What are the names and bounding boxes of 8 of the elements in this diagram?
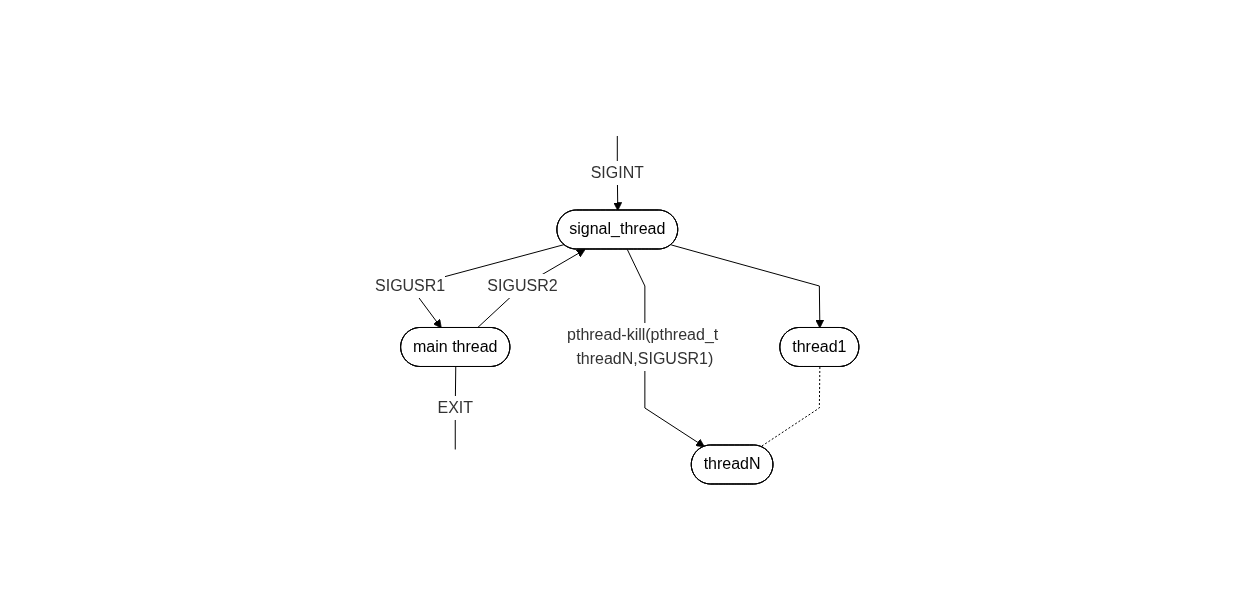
arrow [670,244,824,329]
connector [759,366,820,448]
edge-label: SIGUSR1 [374,276,445,294]
arrow [476,249,586,329]
edge-label: SIGUSR2 [486,276,558,294]
edge-label: pthread-kill(pthread_t threadN,SIGUSR1) [566,325,718,367]
edge-label: EXIT [437,398,473,416]
edge-label: SIGINT [590,164,644,181]
